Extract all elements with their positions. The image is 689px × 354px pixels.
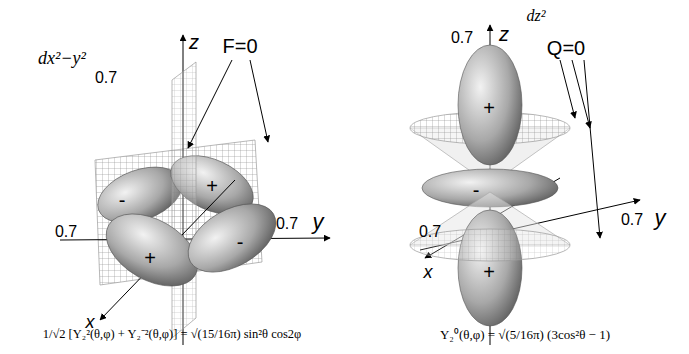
axis-name: z	[189, 32, 199, 52]
lobe	[458, 45, 522, 165]
sign-label: +	[144, 248, 156, 268]
dx2y2-orbital	[60, 35, 330, 345]
axis-name: x	[424, 263, 433, 281]
nodal-plane	[172, 62, 196, 338]
axis-value: 0.7	[419, 224, 441, 240]
plane-label: F=0	[222, 36, 257, 56]
axis-name: z	[499, 24, 509, 44]
dz2-orbital	[410, 25, 640, 345]
formula: Y₂⁰(θ,φ) = √(5/16π) (3cos²θ − 1)	[440, 328, 610, 341]
sign-label: +	[483, 98, 495, 118]
axis-value: 0.7	[95, 70, 117, 86]
sign-label: +	[206, 176, 218, 196]
axis-value: 0.7	[451, 30, 473, 46]
axis-value: 0.7	[276, 216, 298, 232]
sign-label: -	[119, 190, 126, 210]
orbital-name: dx²−y²	[38, 49, 86, 67]
axis-value: 0.7	[55, 224, 77, 240]
sign-label: -	[237, 232, 244, 252]
leader-line	[188, 60, 232, 148]
formula: 1/√2 [Y₂²(θ,φ) + Y₂⁻²(θ,φ)] = √(15/16π) …	[43, 328, 302, 341]
lobe	[176, 190, 287, 286]
axis-name: y	[313, 211, 324, 233]
lobe	[458, 210, 522, 326]
axis-value: 0.7	[621, 212, 643, 228]
orbital-name: dz²	[526, 8, 545, 24]
leader-line	[250, 60, 268, 142]
leader-line	[560, 60, 575, 118]
plane-label: Q=0	[547, 38, 585, 58]
sign-label: -	[473, 180, 480, 200]
leader-line	[584, 60, 600, 238]
axis-name: y	[655, 207, 666, 229]
sign-label: +	[483, 262, 495, 282]
